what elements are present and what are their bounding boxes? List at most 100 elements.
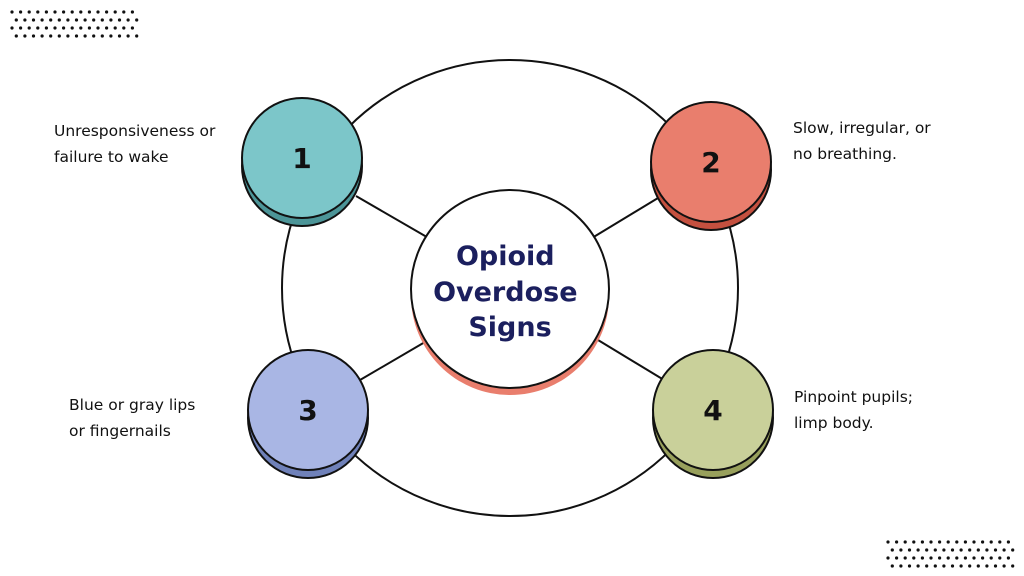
decorative-dot [23, 34, 27, 38]
sign-caption-3-line-2: or fingernails [69, 422, 171, 440]
decorative-dot [929, 556, 933, 560]
decorative-dot [886, 556, 890, 560]
decorative-dot [117, 34, 122, 38]
sign-node-4-number: 4 [703, 394, 722, 427]
sign-node-4-circle [652, 349, 774, 471]
decorative-dot [135, 34, 139, 38]
decorative-dot [130, 26, 134, 30]
decorative-dot [83, 18, 87, 22]
decorative-dot [135, 18, 139, 22]
sign-caption-1-line-1: Unresponsiveness or [54, 122, 216, 140]
sign-node-3-circle [247, 349, 369, 471]
decorative-dot [79, 26, 83, 30]
decorative-dot [66, 18, 70, 22]
sign-node-1-circle [241, 97, 363, 219]
decorative-dot [933, 564, 937, 568]
decorative-dot [916, 564, 920, 568]
decorative-dot [912, 556, 916, 560]
decorative-dot [946, 556, 950, 560]
decorative-dot [14, 34, 18, 38]
decorative-dot [62, 10, 66, 14]
sign-caption-2-line-2: no breathing. [793, 145, 897, 163]
decorative-dot [27, 26, 31, 30]
sign-node-1: 1 [241, 97, 363, 227]
decorative-dot [963, 556, 968, 560]
decorative-dot [40, 34, 44, 38]
decorative-dot [998, 540, 1002, 544]
decorative-dot [938, 556, 942, 560]
decorative-dot [122, 10, 126, 14]
decorative-dot [36, 10, 40, 14]
decorative-dot [117, 18, 122, 22]
decorative-dot [920, 540, 925, 544]
decorative-dot [70, 10, 74, 14]
decorative-dot [972, 556, 976, 560]
decorative-dot [989, 556, 993, 560]
outer-ring [281, 59, 739, 517]
decorative-dot [113, 26, 117, 30]
decorative-dot [989, 540, 993, 544]
sign-node-3-number: 3 [298, 394, 317, 427]
decorative-dot [899, 564, 903, 568]
decorative-dot [972, 540, 976, 544]
center-title-line-2: Overdose [433, 277, 577, 308]
decorative-dot [998, 556, 1002, 560]
sign-caption-1-line-2: failure to wake [54, 148, 169, 166]
decorative-dot-grid-top-left [10, 10, 139, 38]
decorative-dot [942, 564, 946, 568]
svg-text:Opioid Overdose Si: Opioid Overdose Signs [433, 241, 587, 343]
decorative-dot [96, 10, 100, 14]
decorative-dot [130, 10, 134, 14]
decorative-dot [10, 26, 14, 30]
decorative-dot [985, 548, 989, 552]
decorative-dot [19, 10, 23, 14]
decorative-dot [916, 548, 920, 552]
decorative-dot [993, 564, 998, 568]
connector-line-1 [355, 195, 433, 241]
decorative-dot [981, 540, 985, 544]
decorative-dot [44, 10, 49, 14]
decorative-dot [890, 548, 894, 552]
decorative-dot [14, 18, 18, 22]
decorative-dot [31, 34, 36, 38]
connector-line-4 [597, 339, 665, 381]
center-hub-circle [410, 189, 610, 389]
decorative-dot [929, 540, 933, 544]
decorative-dot [925, 548, 929, 552]
decorative-dot [87, 26, 91, 30]
decorative-dot [19, 26, 23, 30]
sign-caption-4: Pinpoint pupils; limp body. [794, 384, 913, 436]
decorative-dot [903, 540, 907, 544]
decorative-dot [1011, 564, 1015, 568]
sign-caption-2-line-1: Slow, irregular, or [793, 119, 931, 137]
decorative-dot [126, 34, 130, 38]
sign-node-2-number: 2 [701, 146, 720, 179]
decorative-dot [96, 26, 100, 30]
decorative-dot [109, 18, 113, 22]
sign-caption-3-line-1: Blue or gray lips [69, 396, 196, 414]
decorative-dot [976, 564, 980, 568]
decorative-dot [938, 540, 942, 544]
decorative-dot [109, 34, 113, 38]
decorative-dot [950, 564, 955, 568]
decorative-dot [83, 34, 87, 38]
decorative-dot [105, 26, 109, 30]
sign-node-4: 4 [652, 349, 774, 479]
decorative-dot [74, 18, 79, 22]
decorative-dot [946, 540, 950, 544]
decorative-dot-grid-bottom-right [886, 540, 1015, 568]
decorative-dot [92, 34, 96, 38]
decorative-dot [955, 540, 959, 544]
decorative-dot [57, 18, 61, 22]
decorative-dot [87, 10, 91, 14]
decorative-dot [890, 564, 894, 568]
decorative-dot [955, 556, 959, 560]
decorative-dot [66, 34, 70, 38]
decorative-dot [993, 548, 998, 552]
decorative-dot [44, 26, 49, 30]
decorative-dot [105, 10, 109, 14]
decorative-dot [92, 18, 96, 22]
decorative-dot [942, 548, 946, 552]
decorative-dot [1011, 548, 1015, 552]
